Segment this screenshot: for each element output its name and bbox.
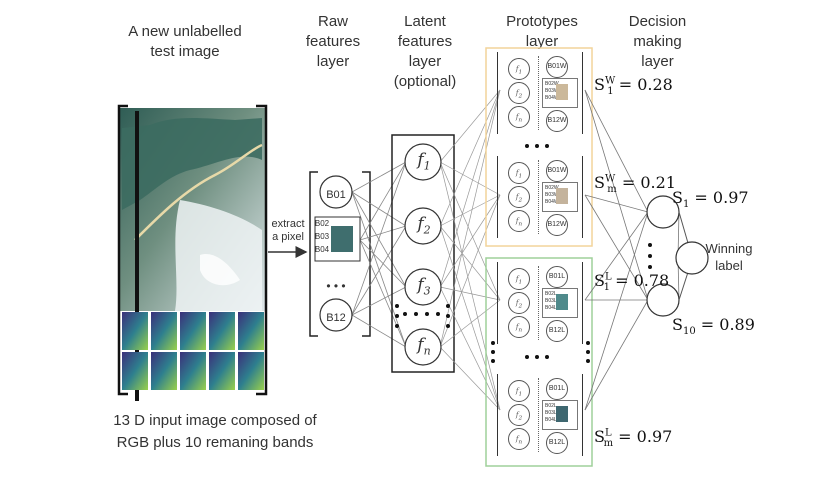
latent-f3: f3 (417, 275, 431, 298)
score-s1-water: SW1 = 0.28 (594, 75, 673, 98)
latent-feature-nodes (404, 143, 442, 366)
raw-to-latent-edges (351, 161, 407, 348)
score-sm-water: SWm = 0.21 (594, 173, 676, 196)
prototype-swatch-wm (556, 188, 568, 204)
prototypes-header: Prototypes layer (506, 13, 578, 50)
raw-features-header: Raw features layer (305, 13, 361, 70)
latent-fn: fn (417, 335, 431, 358)
extract-label: extract a pixel (271, 218, 305, 243)
raw-node-b03: B03 (314, 232, 330, 241)
score-s1-land: SL1 = 0.78 (594, 271, 670, 294)
prototype-swatch-l1 (556, 294, 568, 310)
raw-node-dots: • • • (326, 279, 346, 293)
raw-node-b01: B01 (326, 189, 346, 201)
decision-header: Decision making layer (628, 13, 687, 70)
raw-node-b04: B04 (314, 245, 330, 254)
prototype-swatch-lm (556, 406, 568, 422)
latent-f1: f1 (417, 150, 431, 173)
score-s1: S1 = 0.97 (672, 188, 749, 211)
latent-features-header: Latent features layer (optional) (393, 13, 457, 90)
land-prototypes-group (485, 257, 593, 467)
score-sm-land: SLm = 0.97 (594, 427, 673, 450)
latent-f2: f2 (417, 214, 431, 237)
input-caption: 13 D input image composed of RGB plus 10… (113, 412, 317, 451)
prototype-swatch-w1 (556, 84, 568, 100)
water-prototypes-group (485, 47, 593, 247)
input-image (117, 104, 268, 401)
decision-nodes (646, 195, 709, 317)
prototype-to-decision-edges (584, 89, 680, 411)
latent-to-prototype-edges (439, 89, 501, 411)
band-thumbnails (122, 312, 264, 390)
raw-node-b02: B02 (314, 219, 330, 228)
input-image-title: A new unlabelled test image (128, 23, 242, 60)
score-s10: S10 = 0.89 (672, 315, 755, 338)
raw-node-b12: B12 (326, 312, 346, 324)
raw-feature-nodes (314, 175, 361, 332)
winning-label: Winning label (705, 241, 753, 273)
